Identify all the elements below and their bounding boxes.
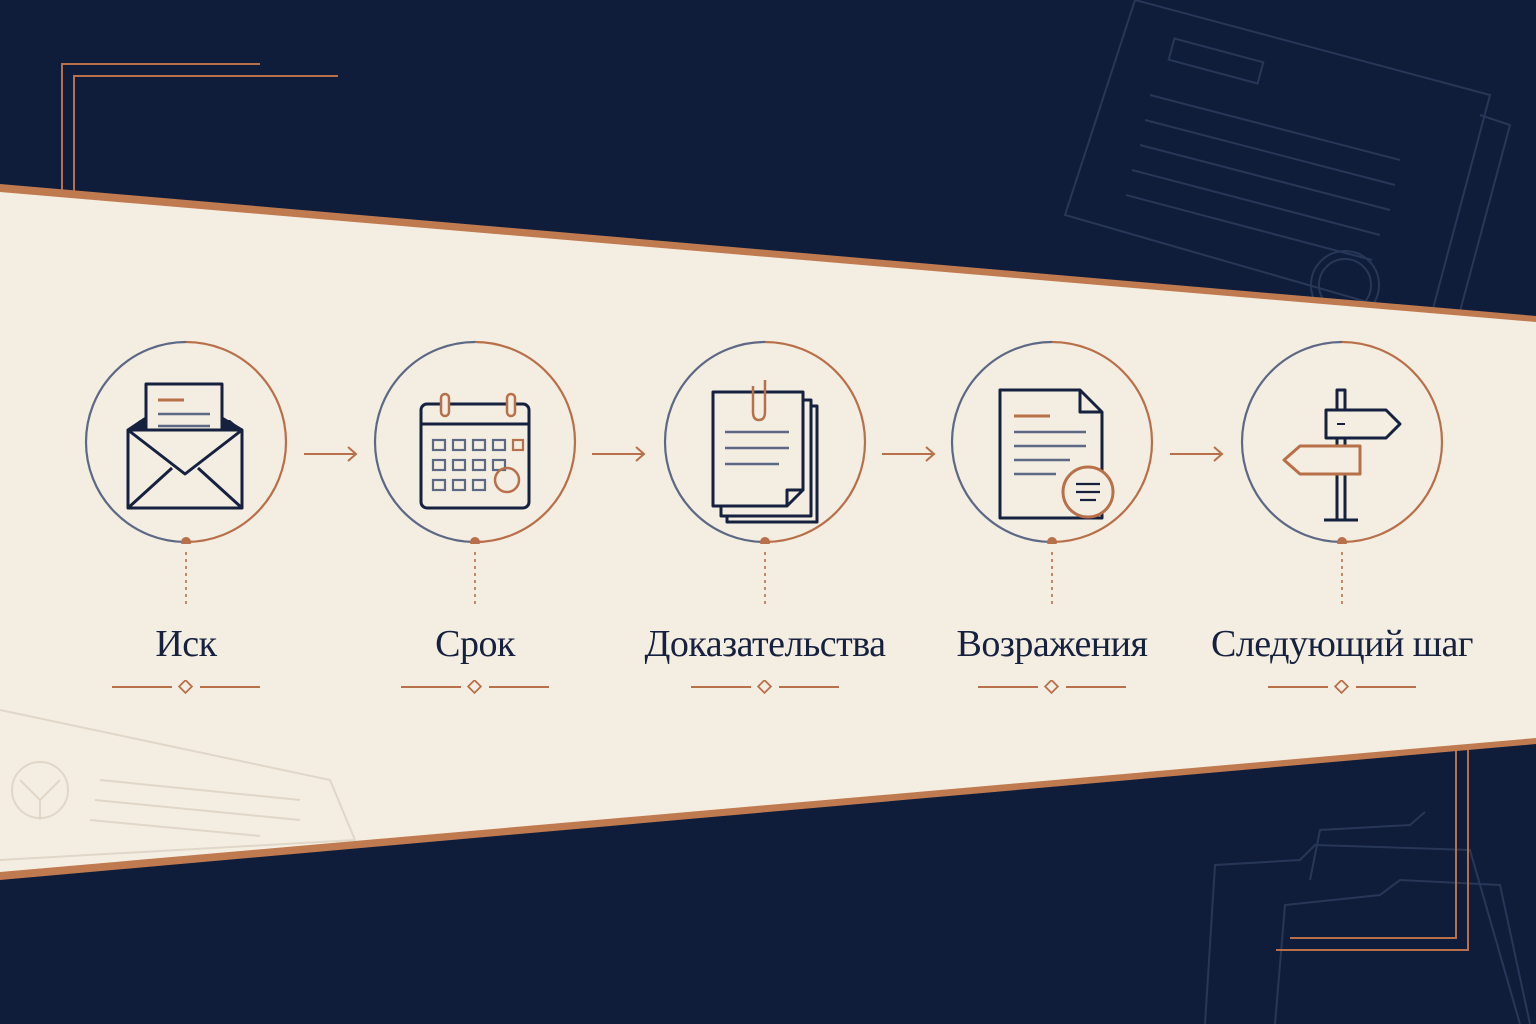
connector-dots <box>185 552 187 608</box>
flourish-divider <box>978 680 1126 694</box>
signpost-icon <box>1282 388 1402 522</box>
arrow-right-icon <box>304 446 358 462</box>
connector-dots <box>474 552 476 608</box>
step-label: Следующий шаг <box>1210 623 1474 665</box>
envelope-letter-icon <box>126 382 244 510</box>
corner-frame-bottom-right <box>1276 745 1469 951</box>
calendar-icon <box>419 392 531 510</box>
step-circle <box>373 340 577 547</box>
corner-frame-top-left <box>61 63 338 196</box>
step-label: Срок <box>435 623 515 665</box>
flourish-divider <box>1268 680 1416 694</box>
step-circle <box>1240 340 1444 547</box>
arrow-right-icon <box>1170 446 1224 462</box>
step-label: Иск <box>155 623 217 665</box>
step-circle <box>950 340 1154 547</box>
flourish-divider <box>112 680 260 694</box>
document-stack-icon <box>711 380 819 524</box>
flourish-divider <box>691 680 839 694</box>
arrow-right-icon <box>882 446 936 462</box>
connector-dots <box>764 552 766 608</box>
step-label: Возражения <box>956 623 1149 665</box>
paper-band <box>0 192 1536 872</box>
step-label: Доказательства <box>644 623 886 665</box>
ghost-folders-icon <box>1204 811 1531 1024</box>
connector-dots <box>1341 552 1343 608</box>
ghost-letter-icon <box>0 709 357 861</box>
document-comment-icon <box>998 388 1115 520</box>
flourish-divider <box>401 680 549 694</box>
connector-dots <box>1051 552 1053 608</box>
step-circle <box>663 340 867 547</box>
arrow-right-icon <box>592 446 646 462</box>
step-circle <box>84 340 288 547</box>
